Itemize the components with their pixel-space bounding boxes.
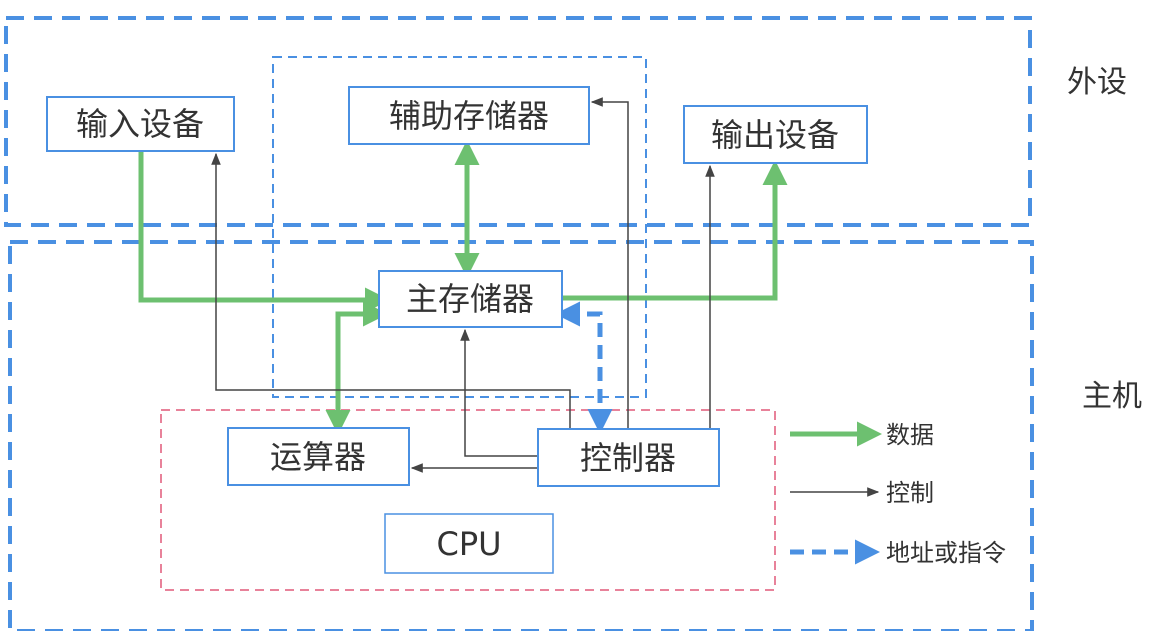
input-device-label: 输入设备 bbox=[76, 105, 204, 143]
controller-box: 控制器 bbox=[537, 428, 720, 487]
aux-storage-box: 辅助存储器 bbox=[348, 86, 590, 145]
peripheral-region bbox=[4, 16, 1032, 227]
address-line-memory-controller bbox=[555, 301, 613, 434]
data-line-memory-to-output bbox=[562, 160, 788, 301]
cpu-label: CPU bbox=[436, 525, 501, 563]
cpu-box: CPU bbox=[384, 513, 554, 574]
data-line-memory-alu bbox=[325, 301, 388, 435]
legend-data-label: 数据 bbox=[886, 421, 934, 449]
main-memory-label: 主存储器 bbox=[406, 280, 534, 318]
control-line-to-aux bbox=[590, 97, 629, 430]
control-line-to-memory bbox=[460, 328, 538, 457]
host-label: 主机 bbox=[1082, 379, 1142, 414]
legend-control-label: 控制 bbox=[886, 479, 934, 507]
host-region bbox=[8, 240, 1034, 631]
memory-group-region bbox=[272, 56, 647, 398]
main-memory-box: 主存储器 bbox=[378, 270, 563, 328]
output-device-label: 输出设备 bbox=[711, 116, 839, 154]
alu-label: 运算器 bbox=[270, 438, 366, 476]
data-line-input-to-memory bbox=[138, 152, 390, 313]
peripheral-label: 外设 bbox=[1067, 65, 1127, 100]
controller-label: 控制器 bbox=[580, 439, 676, 477]
legend-address-label: 地址或指令 bbox=[886, 539, 1006, 567]
cpu-region bbox=[160, 409, 776, 591]
alu-box: 运算器 bbox=[227, 427, 410, 486]
output-device-box: 输出设备 bbox=[683, 105, 868, 164]
legend: 数据 控制 地址或指令 bbox=[790, 421, 1006, 567]
aux-storage-label: 辅助存储器 bbox=[389, 97, 549, 135]
input-device-box: 输入设备 bbox=[46, 96, 235, 152]
